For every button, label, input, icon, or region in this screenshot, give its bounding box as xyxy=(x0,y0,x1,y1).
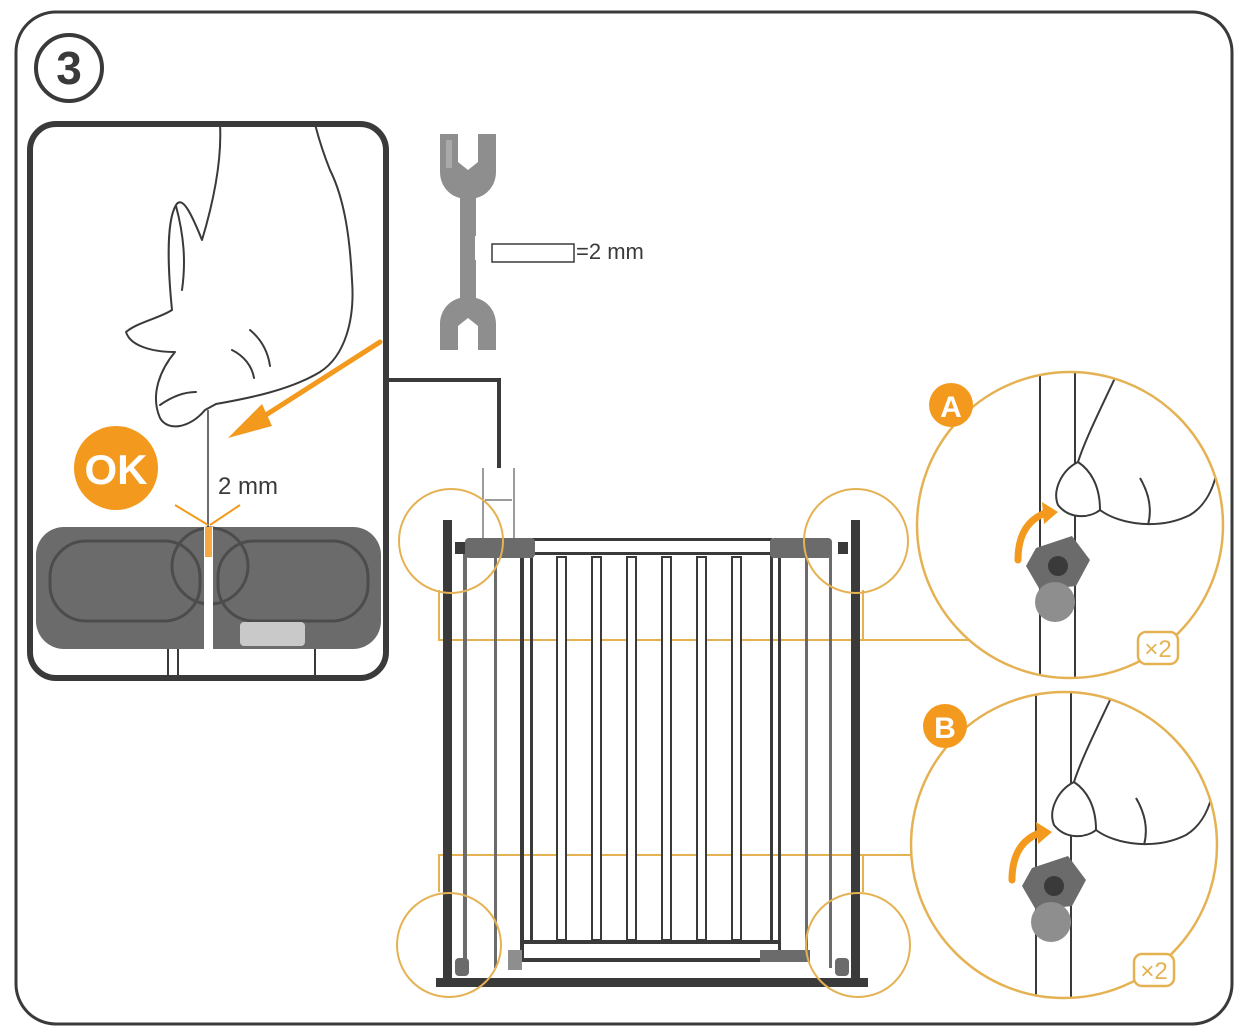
step-frame xyxy=(14,10,1234,1026)
callout-a-letter: A xyxy=(940,391,962,424)
callout-b-quantity: ×2 xyxy=(1140,958,1167,985)
hand-icon xyxy=(125,124,354,428)
gap-measurement-label: 2 mm xyxy=(218,473,278,500)
wrench-icon: =2 mm xyxy=(440,134,644,350)
ok-label: OK xyxy=(85,446,148,493)
arrow-icon xyxy=(228,404,272,438)
step-number-badge: 3 xyxy=(34,33,104,103)
callout-b: B ×2 xyxy=(909,690,1219,1000)
safety-gate-icon xyxy=(396,468,975,998)
callout-b-letter: B xyxy=(934,712,956,745)
wrench-gap-label: =2 mm xyxy=(576,239,644,264)
callout-a-quantity: ×2 xyxy=(1144,636,1171,663)
ok-badge: OK xyxy=(74,426,158,510)
step-number: 3 xyxy=(56,42,82,94)
detail-connector xyxy=(386,378,501,468)
detail-panel: OK 2 mm xyxy=(27,121,389,681)
